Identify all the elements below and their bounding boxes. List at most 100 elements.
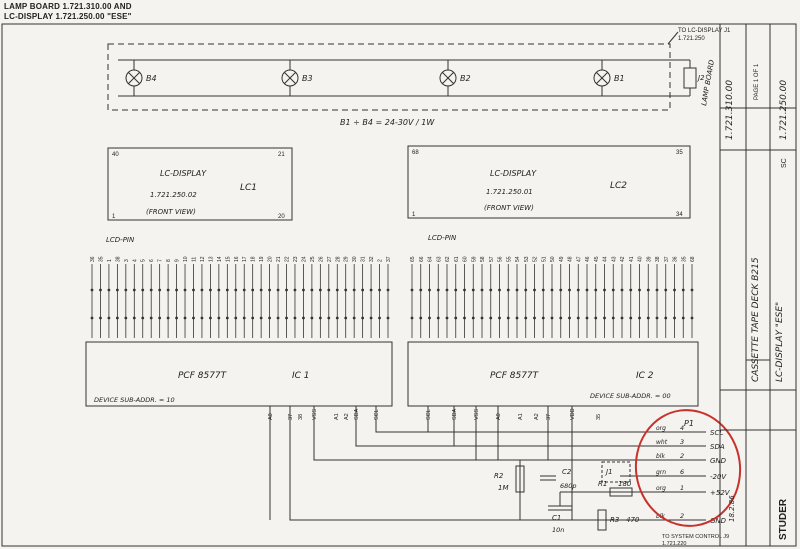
title-sc-number: 1.721.250.00 xyxy=(779,80,789,140)
title-brand: STUDER xyxy=(778,498,789,540)
lcd1-junction xyxy=(149,288,153,292)
lamp-cross xyxy=(128,72,140,84)
lcd2-pin-top: 37 xyxy=(664,256,670,262)
lcd2-pin-top: 35 xyxy=(681,256,687,262)
title-date: 18.2.86 xyxy=(728,495,736,522)
lcd1-junction xyxy=(335,288,339,292)
lcd1-pin-tl: 40 xyxy=(112,152,119,158)
to-lc-display-number: 1.721.250 xyxy=(678,36,705,42)
ic2-pin-label: 37 xyxy=(546,414,552,420)
lamp-label: B1 xyxy=(614,74,625,83)
lcd1-junction xyxy=(344,316,348,320)
lcd2-pin-top: 65 xyxy=(410,256,416,262)
ic1-device: DEVICE SUB-ADDR. = 10 xyxy=(94,396,175,404)
lcd1-junction xyxy=(99,316,102,320)
lcd1-junction xyxy=(318,316,322,320)
lcd1-pin-top: 18 xyxy=(251,256,257,262)
lcd1-pin-top: 1 xyxy=(107,259,113,262)
lcd2-junction xyxy=(541,316,545,320)
lcd1-pin-br: 20 xyxy=(278,214,285,220)
lcd2-junction xyxy=(454,316,458,320)
lcd2-pin-top: 61 xyxy=(454,256,460,262)
component-c2: C2 680p xyxy=(540,468,577,490)
to-lc-display-label: TO LC-DISPLAY J1 xyxy=(678,28,731,34)
lcd1-junction xyxy=(268,316,271,320)
lcd1-junction xyxy=(217,288,221,292)
lcd2-junction xyxy=(664,316,668,320)
lcd1-junction xyxy=(251,316,255,320)
lcd2-junction xyxy=(629,316,633,320)
lcd1-junction xyxy=(225,288,229,292)
lcd2-pin-top: 40 xyxy=(638,256,644,262)
lcd2-pin-top: 58 xyxy=(480,256,486,262)
lcd2-junction xyxy=(585,288,589,292)
c2-label: C2 xyxy=(562,468,572,476)
lcd2-junction xyxy=(646,288,650,292)
lcd2-pin-top: 43 xyxy=(611,256,617,262)
lcd2-pin-top: 36 xyxy=(673,256,679,262)
lcd1-pin-top: 5 xyxy=(141,259,147,262)
lcd1-junction xyxy=(378,316,381,320)
lcd2-pin-top: 51 xyxy=(541,256,547,262)
to-system-label: TO SYSTEM CONTROL J9 xyxy=(662,534,729,540)
lcd2-pin-label: LCD-PIN xyxy=(428,234,457,242)
lcd1-pin-label: LCD-PIN xyxy=(106,236,135,244)
lcd2-junction xyxy=(620,316,624,320)
lcd1-junction xyxy=(268,288,271,292)
lcd1-title: LC-DISPLAY xyxy=(160,169,207,178)
lcd1-junction xyxy=(200,288,204,292)
p1-wire-color: org xyxy=(656,425,666,432)
lcd2-junction xyxy=(480,316,484,320)
lcd1-junction xyxy=(166,316,170,320)
lcd2-pin-top: 56 xyxy=(498,256,504,262)
lcd1-junction xyxy=(285,316,288,320)
lcd1-pin-top: 30 xyxy=(352,256,358,262)
ic2-pin-label: VDD xyxy=(570,408,576,420)
lcd2-junction xyxy=(533,288,536,292)
header-line-1: LAMP BOARD 1.721.310.00 AND xyxy=(4,2,132,11)
lcd1-pin-top: 12 xyxy=(200,256,206,262)
lcd1-pin-top: 17 xyxy=(242,256,248,262)
lcd2-junction xyxy=(480,288,484,292)
lcd1-pin-top: 31 xyxy=(361,256,367,262)
lamp-spec: B1 ÷ B4 = 24-30V / 1W xyxy=(340,118,435,127)
p1-name: P1 xyxy=(684,419,694,428)
lcd1-junction xyxy=(132,288,136,292)
lcd2-junction xyxy=(524,316,528,320)
lcd2-junction xyxy=(489,316,493,320)
ic2-pin-label: 35 xyxy=(596,414,602,420)
component-j1: J1 xyxy=(601,461,631,483)
lcd2-junction xyxy=(515,288,519,292)
lcd1-junction xyxy=(115,288,119,292)
lcd2-junction xyxy=(690,316,694,320)
ic1-pin-label: 37 xyxy=(288,414,294,420)
lcd2-pin-top: 48 xyxy=(568,256,574,262)
lcd1-junction xyxy=(310,288,314,292)
lcd1-pin-top: 21 xyxy=(276,256,282,262)
lcd1-pin-top: 36 xyxy=(90,256,96,262)
lcd2-junction xyxy=(638,288,641,292)
ic2-pin-label: A0 xyxy=(496,413,502,420)
lcd2-junction xyxy=(603,288,606,292)
lcd2-pin-top: 59 xyxy=(471,256,477,262)
lcd1-junction xyxy=(209,288,212,292)
lcd2-junction xyxy=(541,288,545,292)
lcd1-junction xyxy=(352,288,356,292)
lcd2-junction xyxy=(611,316,615,320)
ic2-pin-label: SDA xyxy=(452,408,458,420)
ic1-pin-label: SCL xyxy=(374,409,380,420)
lcd1-number: 1.721.250.02 xyxy=(150,191,197,199)
lcd2-junction xyxy=(559,288,563,292)
ic2-pin-label: A2 xyxy=(534,413,540,420)
p1-signal: GND xyxy=(710,517,727,525)
lcd1-junction xyxy=(225,316,229,320)
lamp-connector-label: J2 xyxy=(696,74,705,82)
lcd1-junction xyxy=(217,316,221,320)
lcd2-pin-top: 60 xyxy=(463,256,469,262)
lcd2-pin-top: 62 xyxy=(445,256,451,262)
lamp-label: B3 xyxy=(302,74,313,83)
ic1-pin-label: A1 xyxy=(334,413,340,420)
